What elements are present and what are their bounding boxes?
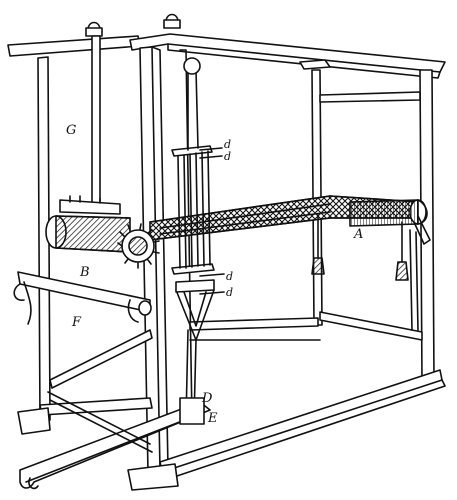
label-d-bottom-2: d <box>226 286 233 299</box>
treadle-cords <box>175 279 215 425</box>
cloth-beam-A <box>349 199 431 245</box>
figure-labels: G B F A D E d d d d <box>66 123 363 426</box>
top-rings <box>85 13 181 37</box>
base-rails <box>17 317 446 491</box>
label-d-bottom-1: d <box>226 270 233 283</box>
label-G: G <box>66 123 76 138</box>
heddle-harness <box>171 57 225 295</box>
label-d-top-1: d <box>224 138 231 151</box>
label-d-top-2: d <box>224 150 231 163</box>
label-F: F <box>71 315 82 330</box>
top-frame <box>7 13 446 79</box>
back-weights <box>311 214 419 331</box>
label-B: B <box>79 265 90 280</box>
label-D: D <box>201 391 213 406</box>
label-E: E <box>207 411 218 426</box>
front-roller-B <box>45 195 160 269</box>
breast-beam-F <box>13 271 152 325</box>
label-A: A <box>353 227 363 242</box>
